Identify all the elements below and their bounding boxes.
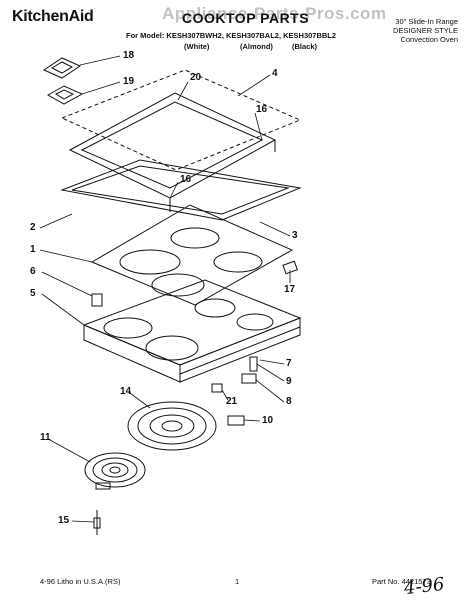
part-18-clip xyxy=(42,57,82,79)
callout-6: 6 xyxy=(30,266,36,277)
page-title: COOKTOP PARTS xyxy=(182,10,310,26)
callout-10: 10 xyxy=(262,415,274,426)
part-10-terminal-block xyxy=(227,415,245,426)
part-14-dual-element xyxy=(127,401,217,451)
callout-21: 21 xyxy=(226,396,238,407)
callout-15: 15 xyxy=(58,515,70,526)
callout-9: 9 xyxy=(286,376,292,387)
variant-almond: (Almond) xyxy=(240,42,273,51)
callout-8: 8 xyxy=(286,396,292,407)
footer-litho: 4-96 Litho in U.S.A.(RS) xyxy=(40,577,121,586)
range-type: 30" Slide-In Range xyxy=(395,17,458,26)
part-9-terminal xyxy=(249,356,258,372)
footer-page-number: 1 xyxy=(235,577,240,586)
callout-4: 4 xyxy=(272,68,278,79)
callout-1: 1 xyxy=(30,244,36,255)
part-1-glass-cooktop xyxy=(90,204,294,306)
callout-7: 7 xyxy=(286,358,292,369)
brand-logo: KitchenAid xyxy=(12,8,94,25)
part-4-frame-outline xyxy=(60,69,302,171)
model-list: For Model: KESH307BWH2, KESH307BAL2, KES… xyxy=(126,31,337,40)
callout-14: 14 xyxy=(120,386,132,397)
callout-20: 20 xyxy=(190,72,202,83)
callout-16-mid: 16 xyxy=(180,174,192,185)
part-15-sensor xyxy=(93,510,101,535)
part-6-bracket xyxy=(91,293,103,307)
watermark-text: Appliance-Parts-Pros.com xyxy=(162,4,387,23)
callout-2: 2 xyxy=(30,222,36,233)
callout-17: 17 xyxy=(284,284,296,295)
part-2-trim xyxy=(60,159,302,221)
callout-18: 18 xyxy=(123,50,135,61)
range-style: DESIGNER STYLE xyxy=(392,26,458,35)
callout-5: 5 xyxy=(30,288,36,299)
callout-11: 11 xyxy=(40,432,51,443)
part-17-connector xyxy=(282,260,298,275)
callout-3: 3 xyxy=(292,230,298,241)
callout-16-top: 16 xyxy=(256,104,268,115)
part-21-clip xyxy=(211,383,223,393)
part-8-block xyxy=(241,373,257,384)
part-11-element xyxy=(84,452,146,490)
handwritten-note: 4-96 xyxy=(403,573,446,600)
range-oven: Convection Oven xyxy=(400,35,458,44)
variant-white: (White) xyxy=(184,42,210,51)
part-5-cooktop-pan xyxy=(82,279,302,383)
variant-black: (Black) xyxy=(292,42,318,51)
callout-19: 19 xyxy=(123,76,135,87)
part-19-clip xyxy=(46,85,84,105)
footer-part-number: Part No. 4421573 xyxy=(372,577,431,586)
